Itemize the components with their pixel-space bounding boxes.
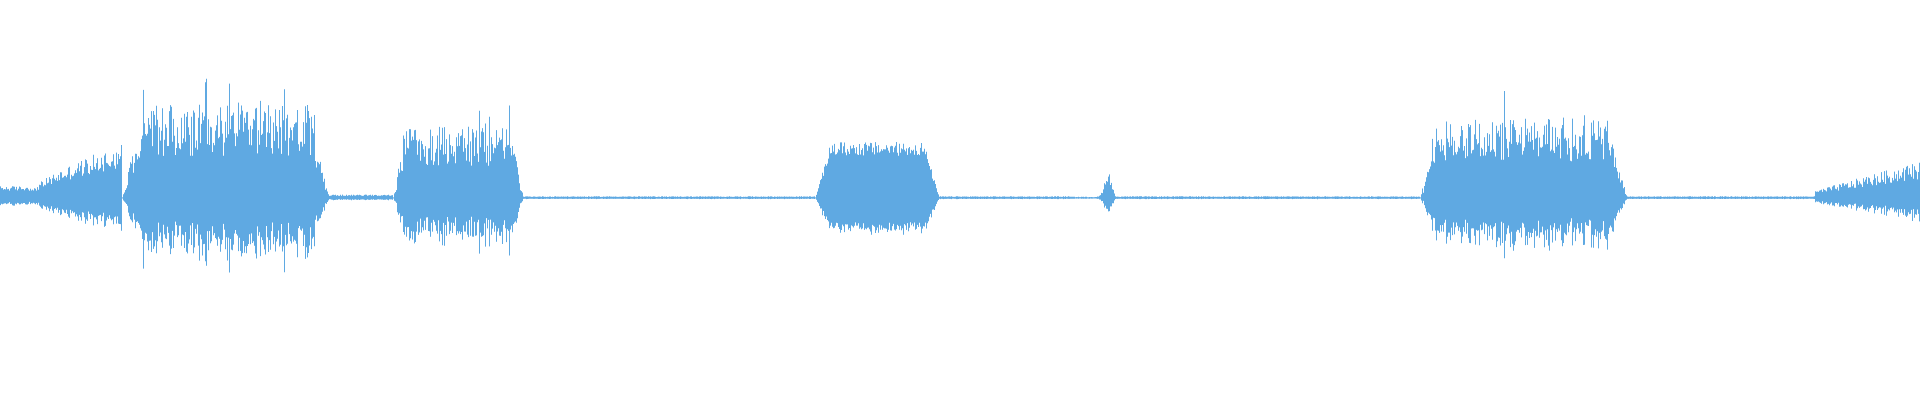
waveform-path [0, 78, 1920, 273]
waveform-samples [0, 78, 1920, 273]
